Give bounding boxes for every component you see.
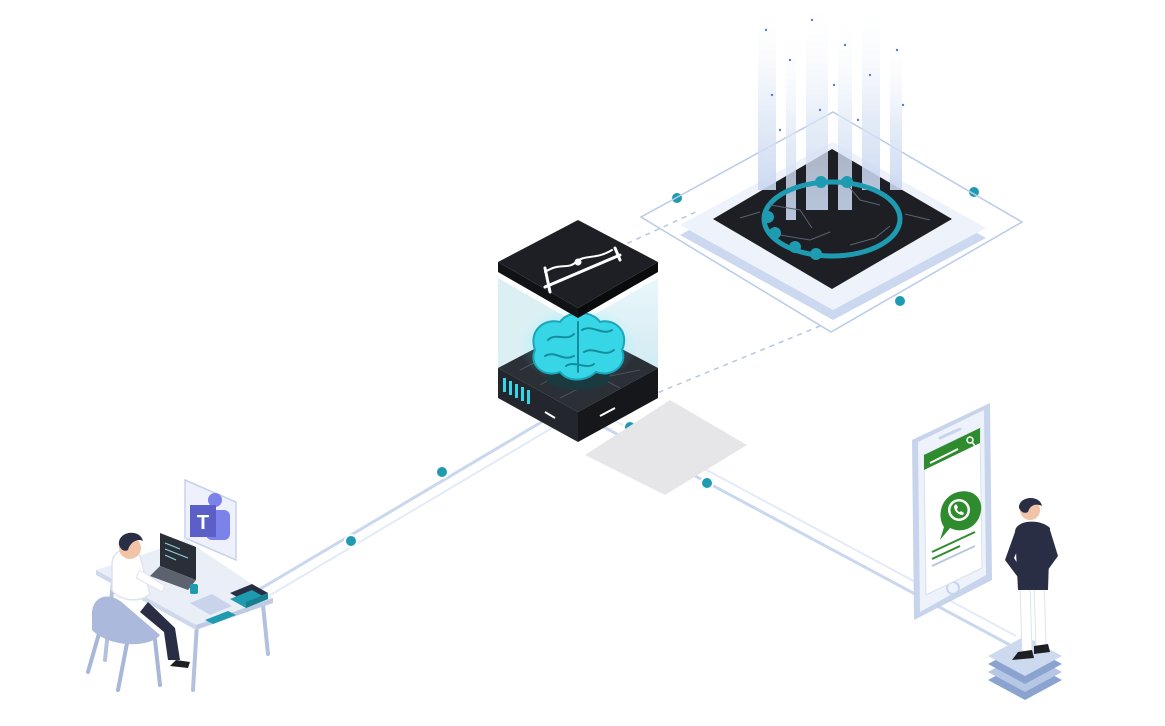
processor-chip: [639, 0, 1024, 333]
search-icon: [966, 436, 976, 447]
laptop: [150, 533, 196, 590]
teams-letter: T: [197, 512, 209, 534]
connector-ai-to-chip: [639, 325, 821, 401]
mobile-user: [912, 403, 1062, 700]
node-dot: [700, 476, 714, 490]
chair: [86, 596, 162, 692]
data-rays: [758, 0, 902, 220]
node-dot: [435, 465, 449, 479]
mobile-user-person: [1005, 497, 1058, 660]
coffee-mug: [190, 584, 198, 594]
microsoft-teams-icon: T: [184, 478, 237, 562]
node-dot: [893, 294, 907, 308]
chip-nodes: [762, 176, 853, 260]
developer-workstation: T: [86, 478, 273, 692]
ai-logo-icon: [543, 246, 622, 294]
whatsapp-icon: [940, 491, 982, 540]
node-dot: [344, 534, 358, 548]
brain-icon: [532, 312, 626, 381]
developer-person: [111, 532, 190, 668]
connector-desk-to-ai: [254, 412, 556, 594]
smartphone: [912, 403, 992, 620]
papers: [190, 594, 232, 615]
ai-engine-cube: [498, 220, 747, 495]
books: [230, 584, 268, 608]
